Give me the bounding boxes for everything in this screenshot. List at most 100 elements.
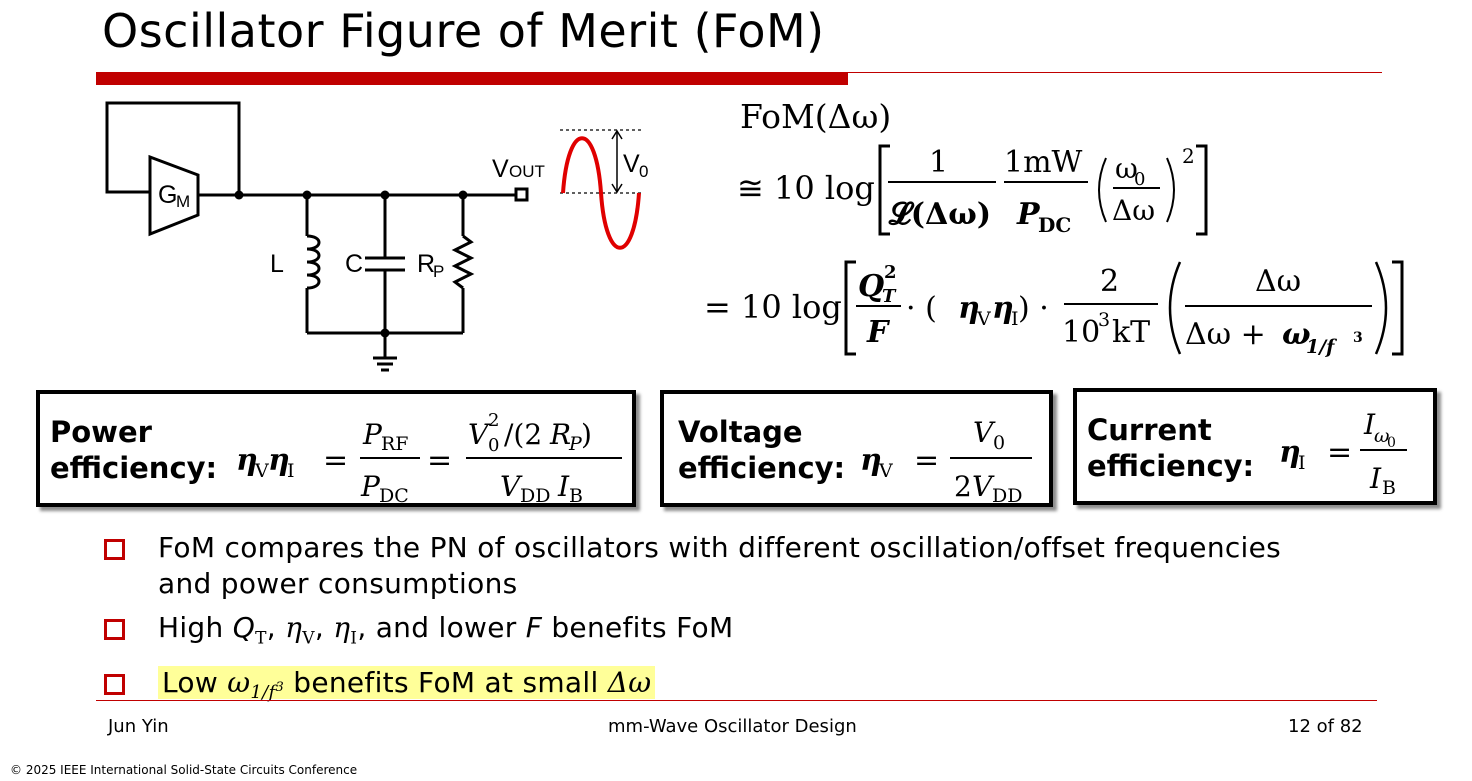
frac3-den: Δω: [1112, 194, 1155, 227]
power-pdc: P: [360, 470, 381, 503]
power-label-line1: Power: [50, 415, 152, 449]
frac2-den-sub: DC: [1038, 213, 1071, 237]
power-vdd: V: [500, 470, 523, 503]
power-eq1: =: [323, 443, 348, 478]
fom-equation: FoM(Δω) ≅ 10 log 1 𝓛(Δω) 1mW P DC ω 0 Δω…: [704, 97, 1404, 358]
power-efficiency-formula: η V η I = P RF P DC = V 2 0 /(2 R P ) V …: [236, 410, 622, 507]
bullet2-text-d: , and lower: [357, 611, 526, 644]
fom-eq2: = 10 log: [704, 288, 842, 326]
bullet2-eta-v: η: [285, 611, 303, 644]
qt: Q: [858, 269, 884, 304]
highlighted-text: Low ω1/f3 benefits FoM at small Δω: [158, 665, 656, 703]
qt-sup: 2: [884, 262, 897, 283]
current-efficiency-box: Current efficiency: η I = I ω 0 I B: [1073, 388, 1437, 505]
power-ib: I: [557, 470, 570, 503]
bullet2-eta-i: η: [333, 611, 351, 644]
voltage-v0-sub: 0: [993, 432, 1005, 454]
voltage-eta-sub: V: [878, 460, 893, 482]
power-vdd-sub: DD: [520, 485, 550, 507]
current-eta-sub: I: [1298, 452, 1306, 474]
power-v0-sub: 0: [488, 435, 499, 456]
eta-v: η: [958, 291, 980, 326]
qt-sub: T: [882, 286, 897, 307]
noise-f: F: [866, 315, 891, 350]
resistor-label: R: [417, 250, 435, 278]
eta-i-sub: I: [1011, 308, 1019, 330]
footer-page-number: 12 of 82: [1288, 716, 1363, 737]
bullet3-omega-sub: 1/f: [250, 682, 276, 704]
voltage-eq: =: [914, 443, 939, 478]
v0-sub: 0: [639, 162, 648, 181]
bullet2-text-e: benefits FoM: [542, 611, 734, 644]
square-bullet-icon: [104, 539, 125, 560]
bullet3-text-a: Low: [162, 665, 228, 699]
v0-label: V: [623, 150, 640, 178]
sine-wave: [561, 136, 641, 250]
frac3-num-sub: 0: [1134, 169, 1145, 190]
frac2-num: 1mW: [1004, 145, 1083, 180]
current-eq: =: [1327, 435, 1352, 470]
bullet-list: FoM compares the PN of oscillators with …: [100, 530, 1400, 719]
frac4-den-rest: kT: [1112, 315, 1150, 350]
power-eq2: =: [427, 443, 452, 478]
eta-v-sub: V: [976, 308, 991, 330]
voltage-eta: η: [860, 443, 882, 478]
frac3-sq: 2: [1182, 144, 1195, 168]
power-ib-sub: B: [569, 485, 583, 507]
power-close: ): [581, 418, 592, 451]
voltage-label-line1: Voltage: [678, 415, 803, 449]
power-efficiency-box: Power efficiency: η V η I = P RF P DC = …: [36, 390, 636, 507]
voltage-vdd-sub: DD: [992, 485, 1022, 507]
bullet1-line1: FoM compares the PN of oscillators with …: [158, 531, 1282, 564]
power-label-line2: efficiency:: [50, 451, 218, 485]
footer-title: mm-Wave Oscillator Design: [608, 716, 857, 737]
gm-label: G: [158, 181, 177, 209]
power-v0-sup: 2: [488, 410, 499, 431]
bullet3-omega-sup: 3: [275, 680, 285, 696]
bullet2-text-b: ,: [266, 611, 286, 644]
page-title: Oscillator Figure of Merit (FoM): [102, 4, 825, 58]
frac3-num: ω: [1115, 152, 1138, 185]
bullet-fom-compares: FoM compares the PN of oscillators with …: [100, 530, 1400, 602]
power-eta-i-sub: I: [287, 460, 295, 482]
vout-label: V: [492, 155, 509, 183]
square-bullet-icon: [104, 673, 125, 695]
frac5-den: Δω +: [1185, 317, 1266, 352]
power-v0: V: [468, 418, 491, 451]
gm-sub: M: [176, 192, 190, 211]
current-efficiency-formula: η I = I ω 0 I B: [1279, 408, 1407, 499]
frac4-den: 10: [1062, 315, 1100, 350]
frac5-w-sub: 1/f: [1306, 336, 1337, 358]
bullet1-line2: and power consumptions: [158, 567, 518, 600]
lc-tank-schematic: G M L C R P V OUT V 0: [105, 101, 648, 372]
bullet3-omega: ω: [227, 665, 251, 699]
power-rp-text: /(2: [504, 418, 542, 451]
power-eta-v: η: [236, 443, 258, 478]
current-iw-sub2: 0: [1387, 435, 1396, 451]
current-iw: I: [1363, 408, 1376, 441]
power-eta-v-sub: V: [254, 460, 269, 482]
power-rp: R: [549, 418, 571, 451]
bullet3-delta-omega: Δω: [607, 665, 652, 699]
title-accent-bar: [96, 72, 848, 85]
voltage-v0: V: [973, 416, 996, 449]
current-label-line2: efficiency:: [1087, 449, 1255, 483]
square-bullet-icon: [104, 619, 125, 640]
resistor-sub: P: [433, 262, 444, 281]
frac4-den-sup: 3: [1098, 309, 1110, 331]
current-iw-sub: ω: [1374, 425, 1390, 447]
vout-terminal: [514, 187, 529, 202]
fom-approx: ≅ 10 log: [737, 169, 875, 207]
frac5-w-sup: 3: [1353, 330, 1363, 346]
footer-divider: [96, 700, 1377, 701]
current-label-line1: Current: [1087, 413, 1212, 447]
frac2-den: P: [1016, 197, 1041, 232]
voltage-efficiency-box: Voltage efficiency: η V = V 0 2 V DD: [660, 390, 1053, 507]
current-ib: I: [1369, 462, 1382, 495]
current-eta: η: [1279, 435, 1301, 470]
bullet2-text-a: High: [158, 611, 233, 644]
dot2: ) ·: [1018, 291, 1049, 326]
bullet-low-flicker-corner: Low ω1/f3 benefits FoM at small Δω: [100, 665, 1400, 712]
voltage-vdd: V: [972, 470, 995, 503]
bullet2-eta-i-sub: I: [350, 628, 358, 649]
